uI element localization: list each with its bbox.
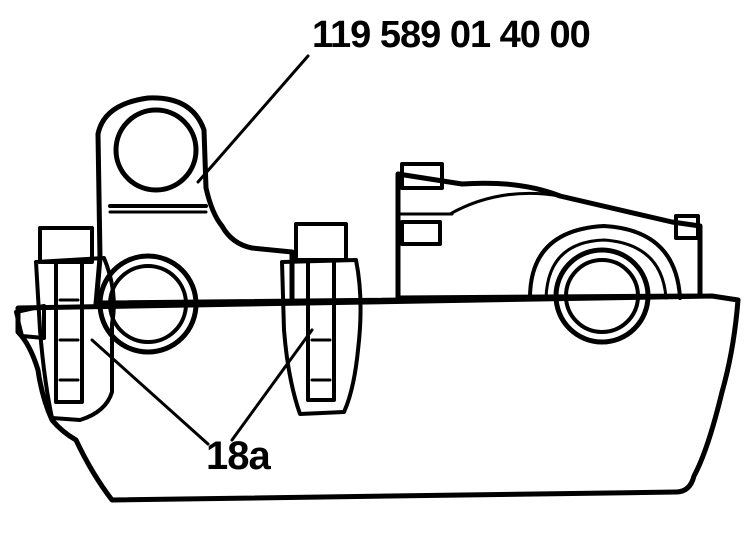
middle-bolt-boss [280,258,363,416]
special-tool-bracket [93,95,295,307]
tool-part-number-label: 119 589 01 40 00 [312,14,591,56]
right-bearing-cap-arc [528,224,682,300]
left-flange [14,304,46,340]
bracket-eye-hole [113,107,199,193]
part-number-leader [196,54,310,184]
callout-leader-left [90,338,210,446]
left-bolt-shank [54,260,84,404]
cylinder-head-body [15,293,741,503]
right-camshaft-journal [553,247,651,345]
right-cap-bolt-side [674,214,700,240]
left-bolt-head [38,226,94,264]
right-cap-bolt-upper [400,162,444,190]
right-cap-bolt-lower [400,220,442,246]
callout-leader-right [230,328,314,442]
left-camshaft-journal [97,253,199,355]
bolt-callout-label: 18a [206,434,271,478]
middle-bolt-shank [306,258,336,402]
middle-bolt-head [294,222,348,262]
